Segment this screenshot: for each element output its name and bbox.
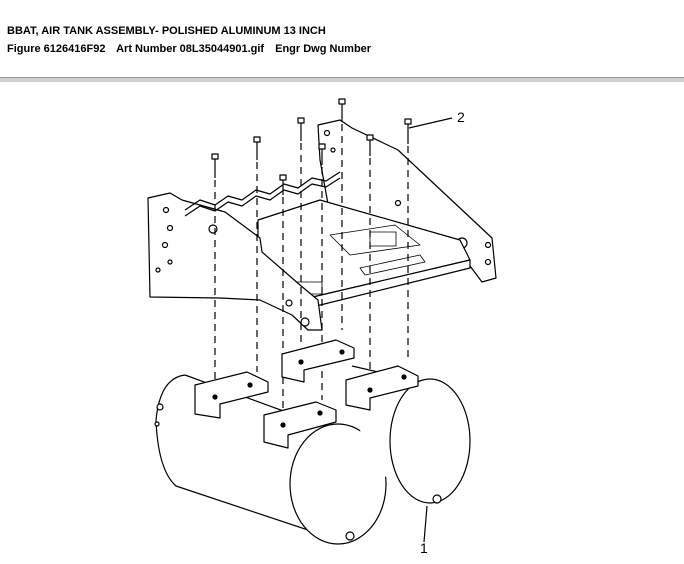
bolt-set xyxy=(211,98,412,195)
bolt xyxy=(279,174,287,195)
bolt xyxy=(404,118,412,144)
bolt xyxy=(253,136,261,160)
bolt xyxy=(366,134,374,156)
air-tank-left xyxy=(154,374,387,545)
tank-strap xyxy=(263,401,337,449)
bolt xyxy=(338,98,346,122)
top-rail xyxy=(184,171,341,217)
tank-strap xyxy=(194,371,269,419)
header-divider xyxy=(0,77,684,82)
leader-line-tank xyxy=(423,505,428,543)
tank-strap xyxy=(345,365,419,411)
exploded-parts-diagram: 2 1 xyxy=(147,98,497,556)
callout-bolt: 2 xyxy=(457,109,465,125)
art-number: Art Number 08L35044901.gif xyxy=(116,43,265,55)
bolt xyxy=(211,153,219,178)
engr-dwg-number: Engr Dwg Number xyxy=(275,43,372,55)
assembly-title: BBAT, AIR TANK ASSEMBLY- POLISHED ALUMIN… xyxy=(7,25,326,37)
figure-number: Figure 6126416F92 xyxy=(7,43,106,55)
bolt xyxy=(318,143,326,165)
figure-meta: Figure 6126416F92 Art Number 08L35044901… xyxy=(7,43,379,55)
page-header: BBAT, AIR TANK ASSEMBLY- POLISHED ALUMIN… xyxy=(0,0,684,80)
front-bracket-plate xyxy=(147,192,323,331)
leader-line-bolt xyxy=(408,117,453,129)
callout-tank: 1 xyxy=(420,540,428,556)
tank-strap xyxy=(281,339,355,383)
bolt xyxy=(297,117,305,141)
